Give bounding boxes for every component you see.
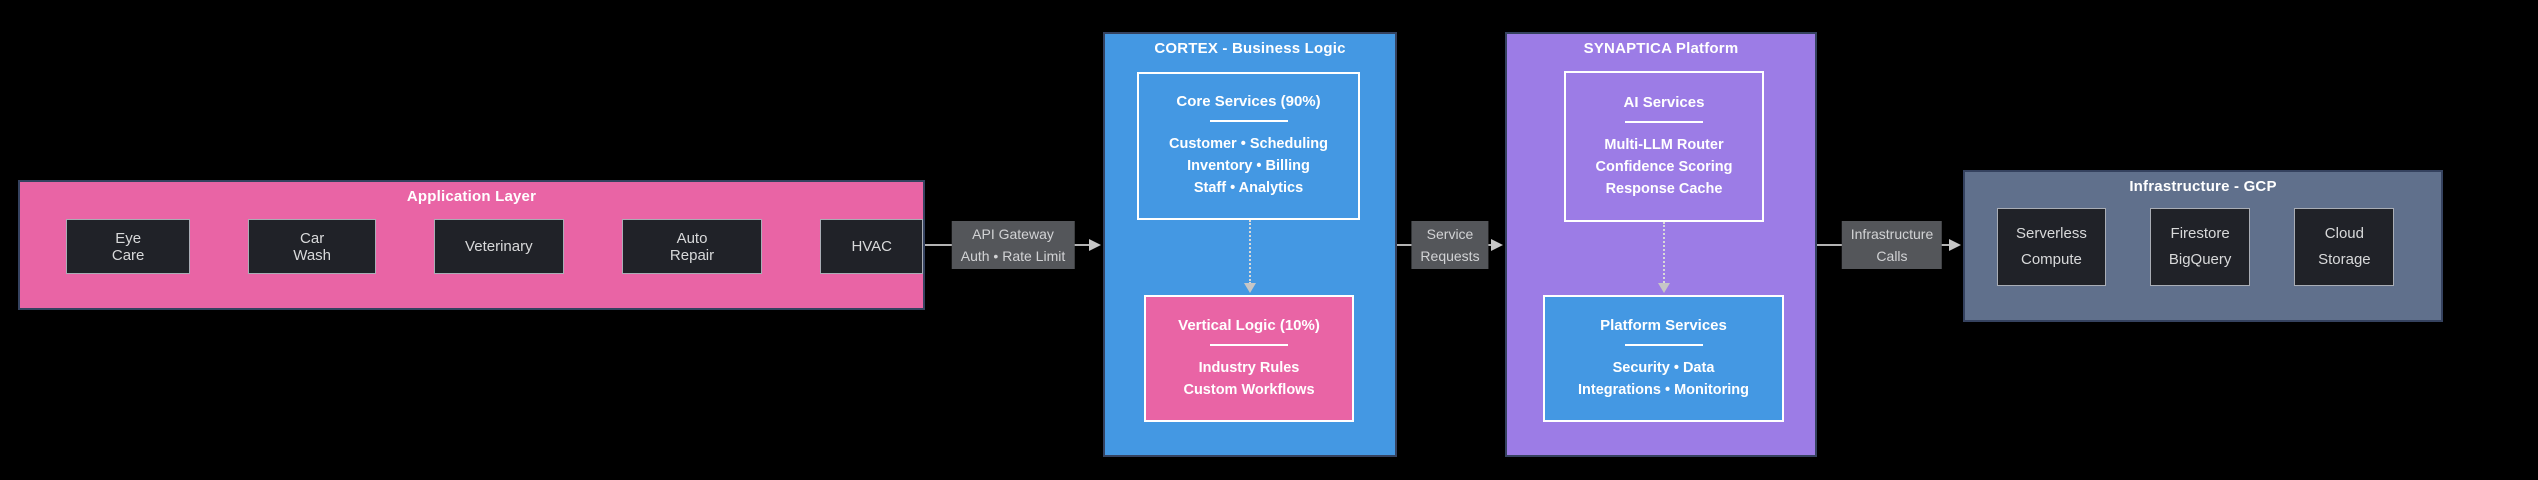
divider-line (1209, 120, 1288, 122)
cluster-application-layer: Application Layer Eye Care Car Wash Vete… (18, 180, 925, 310)
arrowhead-right-icon (1089, 239, 1101, 251)
edge-label-service-requests: Service Requests (1411, 221, 1489, 269)
box-ai-services: AI Services Multi-LLM Router Confidence … (1564, 71, 1764, 222)
edge-label-line: Infrastructure (1850, 226, 1934, 242)
node-veterinary: Veterinary (434, 219, 564, 274)
cluster-infrastructure-gcp: Infrastructure - GCP Serverless Compute … (1963, 170, 2443, 322)
dotted-connector-ai-to-platform (1663, 222, 1665, 283)
box-item: Multi-LLM Router (1604, 136, 1724, 153)
edge-label-line: API Gateway (972, 226, 1054, 242)
edge-label-line: Auth • Rate Limit (960, 248, 1066, 264)
node-eye-care: Eye Care (66, 219, 191, 274)
box-title: AI Services (1623, 93, 1705, 111)
box-item: Security • Data (1612, 359, 1715, 376)
box-item: Inventory • Billing (1187, 158, 1310, 174)
box-item: Integrations • Monitoring (1577, 381, 1749, 398)
arrowhead-right-icon (1949, 239, 1961, 251)
divider-line (1625, 120, 1703, 123)
box-core-services: Core Services (90%) Customer • Schedulin… (1137, 72, 1360, 220)
cluster-cortex-business-logic: CORTEX - Business Logic Core Services (9… (1103, 32, 1397, 457)
node-label: Car Wash (293, 229, 332, 264)
box-item: Customer • Scheduling (1169, 136, 1328, 152)
gcp-node-row: Serverless Compute Firestore BigQuery Cl… (1997, 208, 2395, 286)
node-label: Auto Repair (669, 229, 715, 264)
box-platform-services: Platform Services Security • Data Integr… (1543, 295, 1784, 422)
node-label-line: BigQuery (2168, 251, 2232, 268)
dotted-connector-core-to-vertical (1249, 220, 1251, 284)
node-label-line: Firestore (2170, 225, 2230, 242)
cluster-title-application-layer: Application Layer (406, 188, 537, 205)
edge-label-infrastructure-calls: Infrastructure Calls (1841, 221, 1943, 269)
box-title: Platform Services (1600, 316, 1727, 334)
node-serverless-compute: Serverless Compute (1997, 208, 2106, 286)
edge-label-api-gateway: API Gateway Auth • Rate Limit (951, 221, 1075, 269)
edge-label-line: Requests (1420, 248, 1480, 264)
node-hvac: HVAC (820, 219, 923, 274)
divider-line (1210, 343, 1288, 346)
edge-label-line: Service (1426, 226, 1474, 242)
box-item: Custom Workflows (1183, 381, 1315, 398)
arrowhead-down-icon (1658, 283, 1670, 293)
node-label: Veterinary (465, 238, 533, 255)
cluster-title-synaptica: SYNAPTICA Platform (1583, 40, 1739, 57)
node-label-line: Storage (2318, 251, 2371, 268)
box-item: Response Cache (1605, 180, 1723, 197)
box-vertical-logic: Vertical Logic (10%) Industry Rules Cust… (1144, 295, 1354, 422)
cluster-title-gcp: Infrastructure - GCP (2129, 178, 2277, 195)
node-label: Eye Care (111, 229, 145, 264)
arrowhead-down-icon (1244, 283, 1256, 293)
box-item: Staff • Analytics (1193, 180, 1304, 196)
box-title: Vertical Logic (10%) (1178, 316, 1320, 334)
node-car-wash: Car Wash (248, 219, 377, 274)
node-label-line: Serverless (2016, 225, 2087, 242)
edge-label-line: Calls (1876, 248, 1908, 264)
box-title: Core Services (90%) (1176, 93, 1321, 110)
cluster-synaptica-platform: SYNAPTICA Platform AI Services Multi-LLM… (1505, 32, 1817, 457)
node-firestore-bigquery: Firestore BigQuery (2149, 208, 2251, 286)
box-item: Industry Rules (1198, 359, 1300, 376)
arrowhead-right-icon (1491, 239, 1503, 251)
node-auto-repair: Auto Repair (621, 219, 763, 274)
application-node-row: Eye Care Car Wash Veterinary Auto Repair… (66, 219, 923, 274)
box-item: Confidence Scoring (1595, 158, 1733, 175)
node-cloud-storage: Cloud Storage (2294, 208, 2395, 286)
node-label-line: Cloud (2324, 225, 2364, 242)
cluster-title-cortex: CORTEX - Business Logic (1154, 40, 1346, 57)
divider-line (1624, 343, 1703, 346)
node-label-line: Compute (2020, 251, 2082, 268)
node-label: HVAC (851, 238, 892, 255)
